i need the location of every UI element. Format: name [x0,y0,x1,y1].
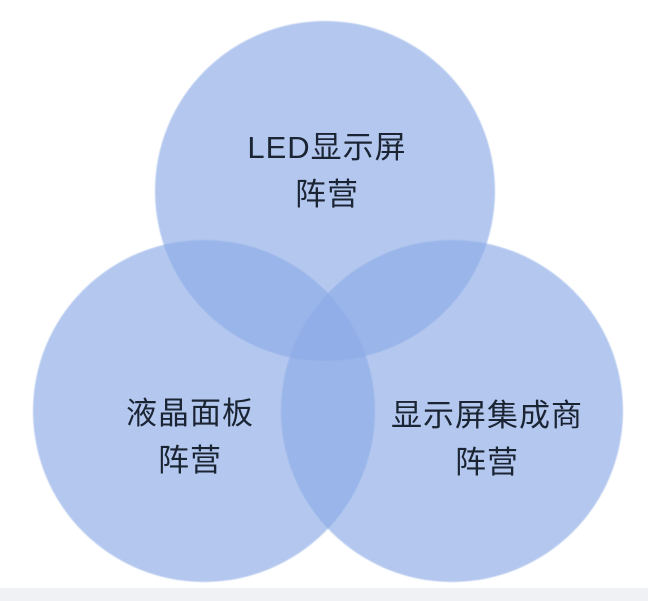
venn-label-display-integrator-line2: 阵营 [455,445,519,480]
venn-label-led-display-line2: 阵营 [295,177,359,212]
venn-label-display-integrator-line1: 显示屏集成商 [391,398,583,433]
bottom-strip [0,588,648,601]
venn-label-lcd-panel: 液晶面板 阵营 [126,390,254,484]
venn-label-display-integrator: 显示屏集成商 阵营 [391,392,583,486]
venn-label-lcd-panel-line1: 液晶面板 [126,396,254,431]
venn-label-lcd-panel-line2: 阵营 [158,443,222,478]
venn-circle-display-integrator [281,240,623,582]
venn-label-led-display-line1: LED显示屏 [247,130,407,165]
venn-label-led-display: LED显示屏 阵营 [247,124,406,218]
